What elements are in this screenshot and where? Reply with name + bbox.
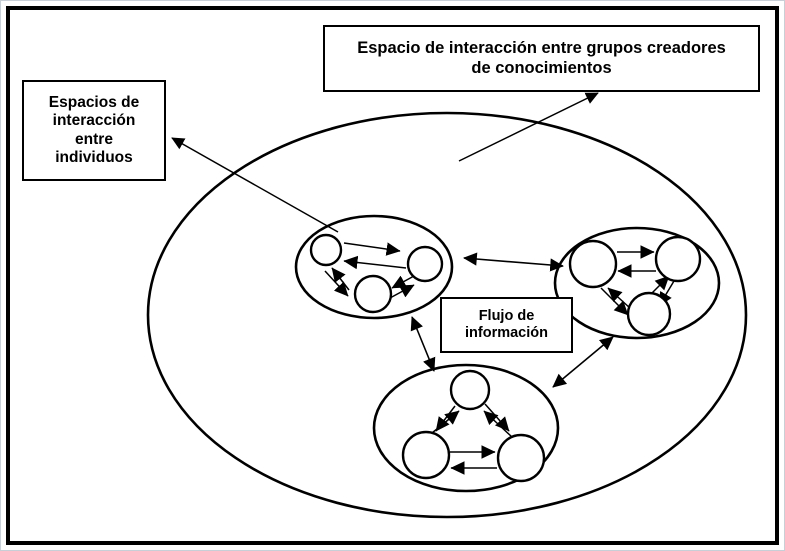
flujo-line-1: Flujo de <box>478 307 535 324</box>
group-top-left <box>294 214 454 320</box>
label-espacios-interaccion-individuos: Espacios de interacción entre individuos <box>22 80 166 181</box>
group-ellipse-top-left <box>294 214 454 320</box>
label-espacio-interaccion-grupos: Espacio de interacción entre grupos crea… <box>323 25 760 92</box>
connector-topleft-right <box>463 252 564 272</box>
node-tl-3 <box>353 274 393 314</box>
edge-tl-n1-to-n3 <box>324 270 349 297</box>
individuos-line-4: individuos <box>55 148 133 166</box>
edge-tl-n1-to-n2 <box>343 242 401 256</box>
group-right <box>553 226 721 340</box>
group-ellipse-right <box>553 226 721 340</box>
individuos-line-3: entre <box>75 130 113 148</box>
title-line-2: de conocimientos <box>471 58 612 77</box>
edge-tl-n3-to-n1 <box>331 267 350 291</box>
connector-topleft-bottom <box>410 316 436 372</box>
node-r-2 <box>654 235 702 283</box>
label-flujo-de-informacion: Flujo de información <box>440 297 573 353</box>
individuos-line-2: interacción <box>52 112 136 130</box>
edge-b-n1-to-n3 <box>484 403 510 432</box>
node-tl-2 <box>406 245 444 283</box>
callout-line-grupos <box>458 92 599 162</box>
group-ellipse-bottom <box>372 363 560 493</box>
individuos-line-1: Espacios de <box>48 93 140 111</box>
node-b-2 <box>401 430 451 480</box>
edge-tl-n3-to-n2 <box>389 284 415 299</box>
node-tl-1 <box>309 233 343 267</box>
node-b-1 <box>449 369 491 411</box>
edge-r-n1-to-n3 <box>600 287 629 316</box>
group-bottom <box>372 363 560 493</box>
edge-tl-n2-to-n1 <box>343 255 407 270</box>
connector-right-bottom <box>552 336 614 388</box>
title-line-1: Espacio de interacción entre grupos crea… <box>357 39 726 58</box>
edge-b-n2-to-n1 <box>431 410 460 434</box>
edge-tl-n2-to-n3 <box>391 275 415 289</box>
node-r-3 <box>626 291 672 337</box>
node-r-1 <box>568 239 618 289</box>
flujo-line-2: información <box>465 325 548 341</box>
node-b-3 <box>496 433 546 483</box>
edge-b-n3-to-n1 <box>483 410 513 438</box>
outer-ellipse-grupos <box>146 111 748 519</box>
callout-line-individuos <box>171 137 339 233</box>
